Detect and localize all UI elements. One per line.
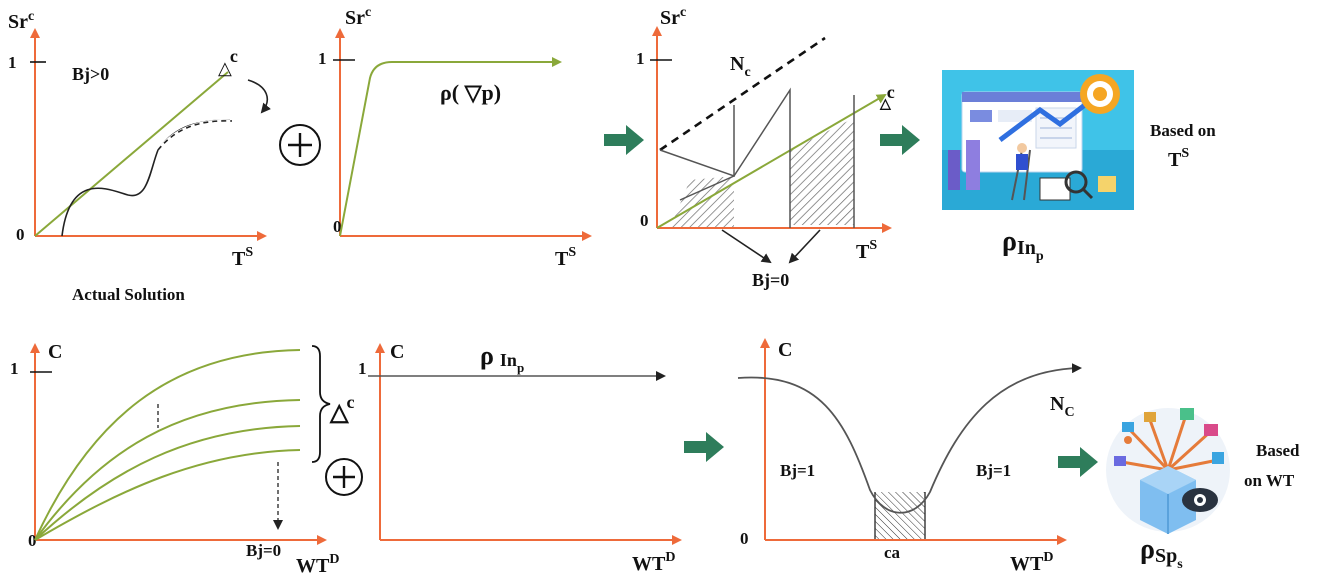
top-p3-y-label: Src bbox=[660, 5, 686, 29]
bottom-p1-curve-4 bbox=[34, 449, 301, 541]
top-p2-y-label: Src bbox=[345, 5, 371, 29]
bottom-p1-bj-label: Bj=0 bbox=[246, 541, 281, 560]
top-p3-nc-dashed bbox=[659, 36, 826, 152]
top-p3-line-b bbox=[679, 175, 735, 201]
top-panel-2: 1 0 Src TS ρ( ▽p) bbox=[318, 5, 592, 270]
bottom-p2-y-label: C bbox=[390, 341, 404, 363]
top-p1-delta: △c bbox=[218, 46, 238, 78]
bottom-p3-curve bbox=[737, 363, 1082, 514]
bottom-plus-icon bbox=[325, 458, 363, 496]
top-p3-line-c bbox=[733, 87, 791, 228]
top-p3-x-label: TS bbox=[856, 238, 877, 263]
bottom-panel-3: 0 C NC Bj=1 Bj=1 ca WTD bbox=[737, 338, 1082, 575]
bottom-p1-tick-label: 1 bbox=[10, 359, 19, 378]
bottom-panel-1: 1 0 C Bj=0 WTD △c bbox=[10, 341, 354, 576]
top-result-based-line2: TS bbox=[1168, 146, 1189, 171]
bottom-p1-curve-1 bbox=[34, 349, 301, 541]
top-p1-curved-arrow bbox=[247, 79, 271, 114]
top-p2-green-curve bbox=[339, 57, 562, 237]
bottom-p1-curve-3 bbox=[34, 425, 301, 541]
flow-arrow-icon bbox=[880, 125, 920, 155]
top-p3-hatch-right bbox=[790, 118, 854, 225]
top-p1-y-label: Src bbox=[8, 9, 34, 33]
bottom-p3-origin: 0 bbox=[740, 529, 749, 548]
top-p1-dashed-curve bbox=[157, 120, 233, 151]
top-p1-origin: 0 bbox=[16, 225, 25, 244]
bottom-p2-x-label: WTD bbox=[632, 550, 675, 575]
top-p1-caption: Actual Solution bbox=[72, 285, 185, 304]
top-p2-origin: 0 bbox=[333, 217, 342, 236]
top-p3-origin: 0 bbox=[640, 211, 649, 230]
bottom-p3-y-label: C bbox=[778, 339, 792, 361]
top-panel-1: 1 0 Src TS Bj>0 △c Actual Solution bbox=[8, 9, 271, 304]
bottom-p2-tick-label: 1 bbox=[358, 359, 367, 378]
top-p3-green-line bbox=[656, 93, 887, 229]
bottom-result-based-line2: on WT bbox=[1244, 471, 1295, 490]
bottom-p1-curve-2 bbox=[34, 399, 301, 541]
top-p3-bj-label: Bj=0 bbox=[752, 270, 789, 290]
bottom-p1-x-label: WTD bbox=[296, 552, 339, 576]
top-p3-arrow-right bbox=[788, 229, 821, 264]
top-p1-x-label: TS bbox=[232, 245, 253, 270]
top-result-rho: ρInp bbox=[1002, 226, 1044, 264]
bottom-p1-origin: 0 bbox=[28, 531, 37, 550]
top-p2-x-label: TS bbox=[555, 245, 576, 270]
dashboard-target-illustration-icon bbox=[942, 70, 1134, 210]
flow-arrow-icon bbox=[604, 125, 644, 155]
flow-arrow-icon bbox=[684, 432, 724, 462]
bottom-p3-bj-right: Bj=1 bbox=[976, 461, 1011, 480]
bottom-p1-brace bbox=[311, 345, 331, 463]
top-p2-tick-label: 1 bbox=[318, 49, 327, 68]
top-p3-line-a bbox=[659, 105, 735, 178]
bottom-p3-ca: ca bbox=[884, 543, 901, 562]
bottom-p3-hatch bbox=[875, 492, 925, 540]
top-plus-icon bbox=[279, 124, 321, 166]
top-p3-tick-label: 1 bbox=[636, 49, 645, 68]
bottom-p1-delta: △c bbox=[329, 392, 354, 426]
bottom-p1-y-label: C bbox=[48, 341, 62, 363]
top-p1-curve bbox=[61, 119, 231, 237]
top-p2-rho-label: ρ( ▽p) bbox=[440, 80, 501, 105]
top-p1-green-line bbox=[34, 71, 229, 237]
top-p1-tick-label: 1 bbox=[8, 53, 17, 72]
bottom-result-rho: ρSps bbox=[1140, 534, 1183, 572]
top-p3-arrow-left bbox=[721, 229, 772, 264]
bottom-p3-nc-label: NC bbox=[1050, 393, 1075, 420]
top-p3-delta: △c bbox=[879, 82, 895, 112]
top-p3-nc-label: Nc bbox=[730, 53, 751, 80]
top-p1-condition: Bj>0 bbox=[72, 64, 109, 84]
bottom-result-based-line1: Based bbox=[1256, 441, 1300, 460]
bottom-p3-x-label: WTD bbox=[1010, 550, 1053, 575]
top-panel-3: 1 0 Src TS Nc △c Bj=0 bbox=[636, 5, 895, 290]
data-box-eye-illustration-icon bbox=[1106, 408, 1230, 534]
top-result-based-line1: Based on bbox=[1150, 121, 1216, 140]
bottom-p3-bj-left: Bj=1 bbox=[780, 461, 815, 480]
flow-arrow-icon bbox=[1058, 447, 1098, 477]
